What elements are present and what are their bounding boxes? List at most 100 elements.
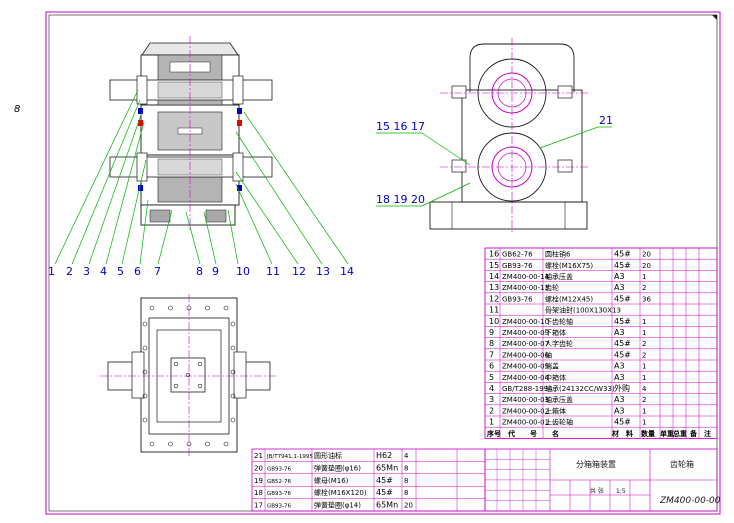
- front-leader-lines: [54, 89, 349, 265]
- label-15-16-17: 15 16 17: [376, 120, 425, 133]
- side-upper-housing: [469, 43, 575, 92]
- bolt-marker-1: [138, 108, 143, 114]
- side-base: [429, 201, 588, 230]
- bom-row-no: 13: [489, 283, 499, 292]
- bearing-ll: [136, 152, 148, 182]
- bolt-marker-2: [237, 108, 242, 114]
- bom-row-material: A3: [614, 373, 625, 382]
- top-inspection-cover: [170, 357, 206, 393]
- side-view: [429, 38, 588, 234]
- bom-row-material: A3: [614, 328, 625, 337]
- bom-row-material: 45#: [614, 418, 631, 427]
- scale-text: 1:5: [616, 488, 626, 495]
- flange-bolt: [230, 393, 236, 399]
- bom-lower-no: 19: [254, 477, 263, 485]
- leader-label-13: 13: [316, 265, 330, 278]
- bom-row-material: 45#: [614, 250, 631, 259]
- bom-row-material: A3: [614, 362, 625, 371]
- bom-header: 数量: [641, 429, 655, 438]
- cover-bolt: [173, 361, 179, 367]
- flange-bolt: [142, 369, 148, 375]
- bolt-marker-5: [138, 120, 143, 126]
- flange-bolt: [149, 441, 155, 447]
- bom-row-material: 45#: [614, 317, 631, 326]
- top-bearing-left: [131, 351, 145, 399]
- base-foot-right: [205, 209, 227, 223]
- bom-row-code: GB93-76: [502, 295, 533, 303]
- bom-row-material: 外购: [614, 383, 630, 393]
- flange-bolt: [223, 441, 229, 447]
- bom-row-qty: 4: [642, 385, 647, 393]
- bom-row-name: 上箱体: [545, 406, 566, 415]
- side-bolt-ul: [451, 85, 467, 99]
- bom-row-code: ZM400-00-01: [502, 419, 549, 427]
- bom-row-material: 45#: [614, 294, 631, 303]
- leader-label-10: 10: [236, 265, 250, 278]
- category-text: 齿轮箱: [670, 459, 694, 469]
- flange-bolt: [142, 393, 148, 399]
- bom-row-name: 端盖: [545, 362, 559, 371]
- sheet-border: [45, 11, 721, 515]
- drawing-number: ZM400-00-00: [659, 496, 721, 506]
- bom-lower-qty: 8: [404, 477, 408, 485]
- bom-row-name: 轴承压盖: [545, 395, 573, 404]
- bom-row-name: 齿轮: [545, 283, 559, 292]
- bom-header: 注: [704, 429, 711, 438]
- bom-row-name: 轴承(24132CC/W33): [545, 384, 615, 393]
- bom-row-code: ZM400-00-05: [502, 363, 549, 371]
- bom-row-name: 螺栓(M12X45): [545, 294, 593, 303]
- side-bolt-lr: [557, 159, 573, 173]
- title-text: 分箱箱装置: [576, 459, 616, 469]
- bom-row-qty: 1: [642, 318, 646, 326]
- bom-row-code: GB62-76: [502, 251, 533, 259]
- bom-row-code: ZM400-00-06: [502, 351, 550, 359]
- bom-row-qty: 2: [642, 396, 646, 404]
- top-view-bolts: [142, 305, 236, 447]
- bom-row-no: 11: [489, 306, 499, 315]
- bom-row-name: 圆柱销6: [545, 250, 571, 259]
- bom-row-material: A3: [614, 283, 625, 292]
- bom-lower-material: 65Mn: [376, 463, 398, 472]
- leader-label-3: 3: [83, 265, 90, 278]
- side-bolt-ll: [451, 159, 467, 173]
- leader-label-14: 14: [340, 265, 354, 278]
- leader-label-9: 9: [212, 265, 219, 278]
- bom-lower-code: GB93-76: [267, 504, 292, 510]
- sheets-text: 共 张: [590, 487, 604, 495]
- bolt-marker-3: [138, 185, 143, 191]
- flange-bolt: [230, 417, 236, 423]
- bom-lower-name: 螺母(M16): [314, 476, 349, 485]
- bom-header: 总重: [673, 429, 687, 438]
- bom-row-qty: 2: [642, 284, 646, 292]
- bom-row-qty: 2: [642, 351, 646, 359]
- bom-row-qty: 36: [642, 295, 651, 303]
- bolt-marker-4: [237, 185, 242, 191]
- bom-row-qty: 1: [642, 329, 646, 337]
- bom-row-name: 下齿轮轴: [545, 317, 573, 326]
- bom-lower-qty: 8: [404, 489, 408, 497]
- bom-lower-no: 21: [254, 452, 263, 460]
- bom-row-name: 骨架油封(100X130X13: [545, 306, 621, 315]
- top-bearing-right: [233, 351, 247, 399]
- cover-bolt: [197, 383, 203, 389]
- leader-label-4: 4: [100, 265, 107, 278]
- bom-header: 代: [507, 429, 515, 438]
- flange-bolt: [186, 441, 192, 447]
- bom-lower-code: GB52-76: [267, 479, 292, 485]
- bom-row-material: 45#: [614, 350, 631, 359]
- bom-lower-name: 弹簧垫圈(φ16): [314, 463, 361, 472]
- bom-row-code: GB93-76: [502, 262, 533, 270]
- flange-bolt: [230, 369, 236, 375]
- bom-lower-code: JB/T7941.1-1995: [266, 454, 313, 460]
- side-housing-body: [461, 89, 583, 203]
- cover-bolt: [197, 361, 203, 367]
- bom-row-name: 中箱体: [545, 373, 566, 382]
- bom-row-code: GB/T288-1994: [502, 385, 553, 393]
- leader-label-1: 1: [48, 265, 55, 278]
- bom-lower-material: 45#: [376, 488, 393, 497]
- bom-row-no: 3: [489, 395, 494, 404]
- bom-row-no: 1: [489, 418, 494, 427]
